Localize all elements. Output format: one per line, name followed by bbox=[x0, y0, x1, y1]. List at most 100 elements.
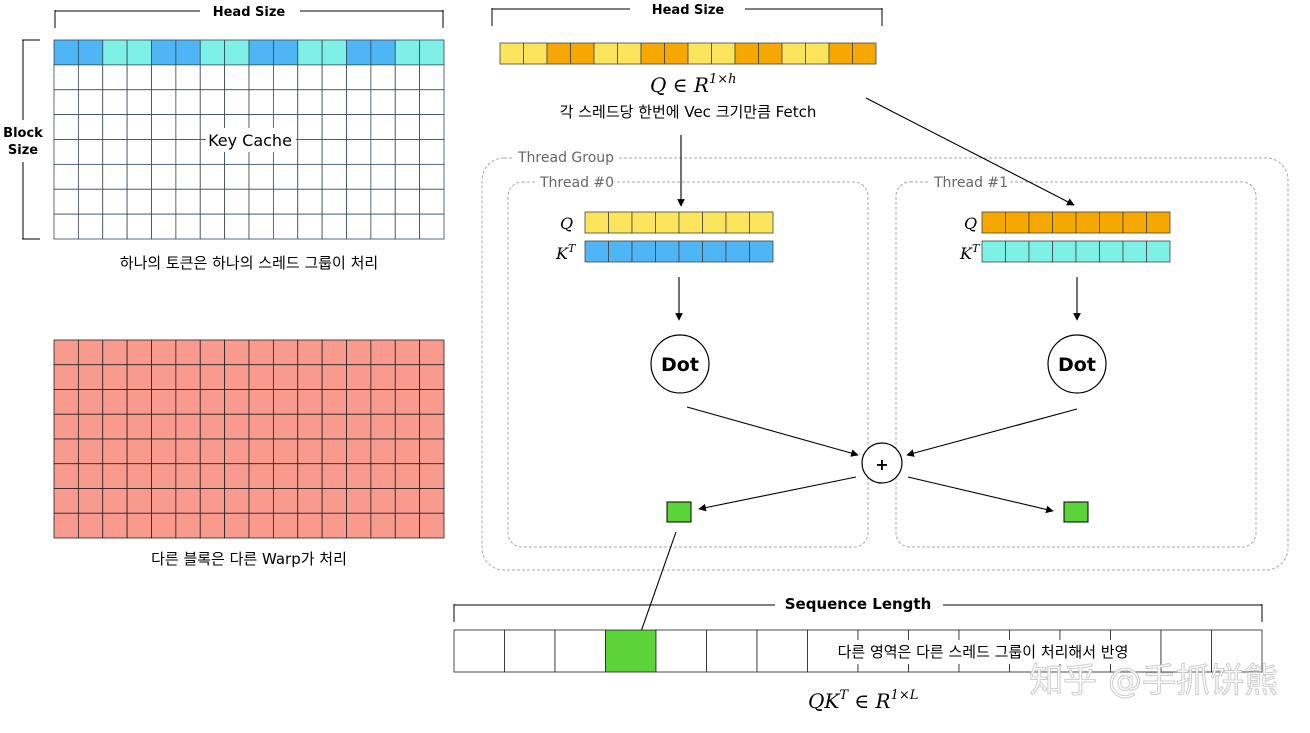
key-cache-cell bbox=[297, 89, 323, 116]
other-block-cell bbox=[321, 364, 347, 390]
key-cache-header-cell bbox=[53, 39, 79, 66]
key-cache-cell bbox=[272, 163, 299, 190]
query-vector-cell bbox=[805, 42, 830, 65]
key-cache-cell bbox=[419, 64, 445, 91]
thread-0-k-cell bbox=[678, 240, 703, 263]
key-cache-head-size-label: Head Size bbox=[213, 5, 286, 20]
key-cache-cell bbox=[297, 114, 323, 140]
key-cache-header-cell bbox=[126, 39, 152, 66]
output-formula: QKT ∈ R1×L bbox=[808, 688, 918, 713]
other-block-cell bbox=[370, 438, 396, 465]
key-cache-cell bbox=[321, 188, 347, 215]
other-block-cell bbox=[126, 389, 152, 415]
key-cache-cell bbox=[419, 89, 445, 116]
fetch-caption: 각 스레드당 한번에 Vec 크기만큼 Fetch bbox=[560, 103, 817, 121]
key-cache-cell bbox=[297, 64, 323, 91]
other-block-cell bbox=[419, 364, 445, 390]
other-block-cell bbox=[419, 463, 445, 489]
other-block-cell bbox=[346, 339, 372, 366]
sequence-cell bbox=[504, 629, 556, 673]
key-cache-head-size-bracket bbox=[54, 10, 444, 28]
key-cache-cell bbox=[77, 139, 104, 165]
other-block-cell bbox=[370, 413, 396, 440]
key-cache-cell bbox=[53, 64, 79, 91]
query-vector-cell bbox=[499, 42, 524, 65]
other-block-cell bbox=[151, 389, 177, 415]
other-block-cell bbox=[77, 512, 104, 539]
thread-1-q-cell bbox=[1099, 211, 1124, 234]
key-cache-cell bbox=[102, 188, 128, 215]
other-block-cell bbox=[199, 364, 226, 390]
other-block-cell bbox=[126, 463, 152, 489]
sequence-cell bbox=[1211, 629, 1263, 673]
other-block-cell bbox=[297, 463, 323, 489]
key-cache-cell bbox=[77, 114, 104, 140]
other-block-cell bbox=[321, 339, 347, 366]
other-block-cell bbox=[102, 488, 128, 514]
key-cache-cell bbox=[346, 64, 372, 91]
key-cache-cell bbox=[53, 163, 79, 190]
thread-1-q-cell bbox=[1052, 211, 1077, 234]
key-cache-cell bbox=[297, 139, 323, 165]
key-cache-cell bbox=[126, 188, 152, 215]
other-block-cell bbox=[272, 463, 299, 489]
thread-group-box bbox=[481, 157, 1289, 571]
thread-1-k-cell bbox=[1099, 240, 1124, 263]
other-block-cell bbox=[102, 339, 128, 366]
key-cache-header-cell bbox=[102, 39, 128, 66]
thread-1-k-cell bbox=[1028, 240, 1053, 263]
other-block-cell bbox=[419, 389, 445, 415]
key-cache-caption: 하나의 토큰은 하나의 스레드 그룹이 처리 bbox=[120, 254, 378, 272]
thread-0-k-cell bbox=[631, 240, 656, 263]
key-cache-cell bbox=[419, 163, 445, 190]
arrow-dot-1-to-sum bbox=[906, 408, 1078, 457]
key-cache-cell bbox=[126, 89, 152, 116]
thread-0-q-cell bbox=[631, 211, 656, 234]
other-block-cell bbox=[419, 488, 445, 514]
other-block-cell bbox=[346, 413, 372, 440]
arrow-query-to-thread-1 bbox=[865, 97, 1075, 206]
other-block-cell bbox=[321, 463, 347, 489]
key-cache-header-cell bbox=[370, 39, 396, 66]
key-cache-cell bbox=[370, 188, 396, 215]
arrow-sum-to-result-1 bbox=[907, 476, 1054, 514]
key-cache-cell bbox=[248, 213, 274, 240]
other-block-cell bbox=[151, 413, 177, 440]
thread-0-q-cell bbox=[608, 211, 633, 234]
thread-1-k-cell bbox=[981, 240, 1006, 263]
sequence-cell bbox=[706, 629, 758, 673]
key-cache-cell bbox=[126, 139, 152, 165]
key-cache-cell bbox=[272, 89, 299, 116]
key-cache-cell bbox=[321, 114, 347, 140]
thread-1-k-cell bbox=[1075, 240, 1100, 263]
key-cache-cell bbox=[419, 188, 445, 215]
key-cache-cell bbox=[394, 114, 421, 140]
key-cache-cell bbox=[346, 163, 372, 190]
key-cache-cell bbox=[53, 213, 79, 240]
key-cache-cell bbox=[321, 89, 347, 116]
key-cache-cell bbox=[272, 64, 299, 91]
other-block-cell bbox=[248, 413, 274, 440]
other-block-cell bbox=[77, 364, 104, 390]
other-block-cell bbox=[370, 389, 396, 415]
key-cache-cell bbox=[102, 89, 128, 116]
other-block-cell bbox=[297, 364, 323, 390]
other-block-cell bbox=[126, 488, 152, 514]
key-cache-cell bbox=[272, 213, 299, 240]
key-cache-cell bbox=[102, 213, 128, 240]
other-block-cell bbox=[394, 339, 421, 366]
other-block-cell bbox=[102, 438, 128, 465]
thread-1-q-cell bbox=[1005, 211, 1030, 234]
key-cache-cell bbox=[53, 89, 79, 116]
other-block-caption: 다른 블록은 다른 Warp가 처리 bbox=[151, 550, 347, 568]
thread-0-q-label: Q bbox=[560, 214, 573, 233]
key-cache-cell bbox=[370, 213, 396, 240]
key-cache-header-cell bbox=[346, 39, 372, 66]
other-block-cell bbox=[77, 463, 104, 489]
other-block-cell bbox=[126, 438, 152, 465]
key-cache-cell bbox=[102, 64, 128, 91]
thread-1-k-vector bbox=[981, 240, 1171, 263]
thread-0-k-cell bbox=[608, 240, 633, 263]
thread-1-dot-node bbox=[1047, 334, 1107, 394]
